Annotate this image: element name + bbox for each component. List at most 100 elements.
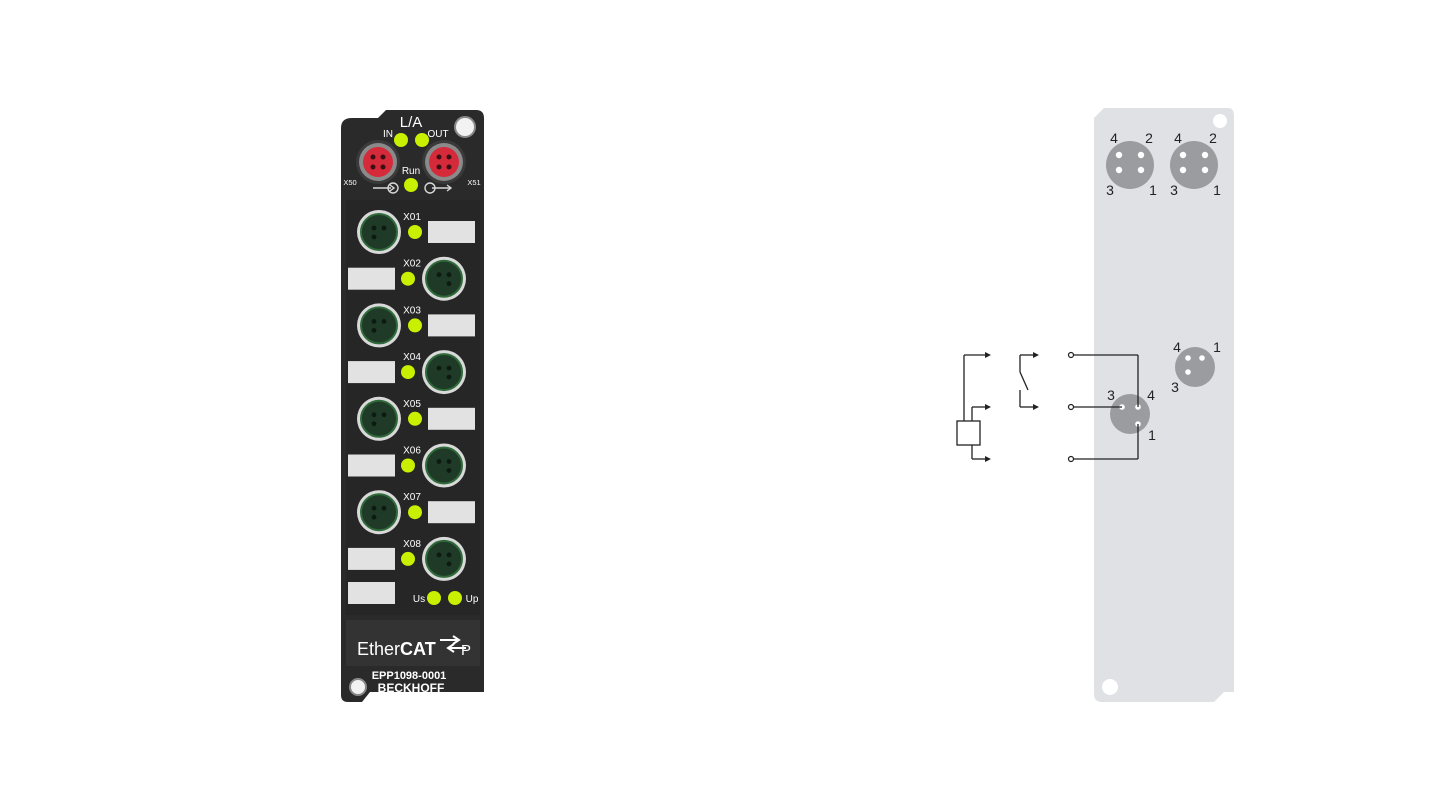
eth-left-pin1: 1 xyxy=(1149,182,1157,198)
eth-left-pin2: 2 xyxy=(1145,130,1153,146)
m8-ref-pin4: 4 xyxy=(1173,339,1181,355)
channel-label: X05 xyxy=(403,399,421,410)
pinout-hole-bottom xyxy=(1102,679,1118,695)
m8-socket-pin xyxy=(446,365,452,371)
io-channel-row: X03 xyxy=(357,303,475,348)
channel-led xyxy=(401,365,415,380)
m8-socket-pin xyxy=(446,281,452,287)
m8-socket-pin xyxy=(381,412,387,418)
m8-socket-pin xyxy=(371,319,377,324)
m8-socket-pin xyxy=(436,459,442,464)
channel-led xyxy=(408,225,422,239)
m8-socket xyxy=(425,446,463,485)
x51-label: X51 xyxy=(467,178,480,187)
mounting-hole-bottom xyxy=(349,678,367,696)
pinout-housing xyxy=(1094,108,1234,702)
m8-socket-pin xyxy=(381,225,387,231)
la-label: L/A xyxy=(400,114,423,131)
pinout-view: 4 2 3 1 4 2 3 1 4 1 3 3 4 1 xyxy=(956,108,1234,702)
m8-ref-pin1: 1 xyxy=(1213,339,1221,355)
channel-label: X03 xyxy=(403,305,421,316)
led-run xyxy=(404,178,418,192)
io-channel-row: X04 xyxy=(348,350,466,395)
m8-socket-pin xyxy=(446,374,452,380)
channel-label: X01 xyxy=(403,212,421,223)
brand-cat-text: CAT xyxy=(400,639,436,659)
channel-label: X07 xyxy=(403,492,421,503)
m8-socket-pin xyxy=(381,505,387,511)
mounting-hole-top xyxy=(454,116,476,138)
channel-label: X06 xyxy=(403,446,421,457)
m8-wired-pin1: 1 xyxy=(1148,427,1156,443)
ethercat-port-x51 xyxy=(422,140,466,184)
m8-socket xyxy=(360,493,398,532)
ethercat-pin-connector-right xyxy=(1170,141,1218,189)
channel-led xyxy=(408,411,422,426)
in-label: IN xyxy=(383,129,393,140)
channel-label: X08 xyxy=(403,539,421,550)
wiring-terminals xyxy=(1067,351,1075,463)
channel-label-field xyxy=(348,361,395,384)
m8-socket-pin xyxy=(446,552,452,558)
io-channel-row: X05 xyxy=(357,396,475,441)
out-direction-icon xyxy=(424,182,453,194)
m8-socket-pin xyxy=(436,552,442,558)
channel-label: X02 xyxy=(403,259,421,270)
channel-label-field xyxy=(348,547,395,570)
io-channel-row: X06 xyxy=(348,443,466,488)
io-channel-row: X02 xyxy=(348,256,466,301)
channel-led xyxy=(401,551,415,566)
eth-right-pin4: 4 xyxy=(1174,130,1182,146)
eth-left-pin3: 3 xyxy=(1106,182,1114,198)
m8-socket-pin xyxy=(371,514,377,520)
channel-label: X04 xyxy=(403,352,421,363)
eth-right-pin2: 2 xyxy=(1209,130,1217,146)
led-in xyxy=(394,133,408,147)
channel-led xyxy=(401,458,415,473)
io-channel-row: X07 xyxy=(357,490,475,535)
m8-wired-pin3: 3 xyxy=(1107,387,1115,403)
m8-socket xyxy=(360,306,398,345)
m8-socket xyxy=(425,353,463,392)
channel-label-field xyxy=(428,407,475,430)
x50-label: X50 xyxy=(343,178,356,187)
run-label: Run xyxy=(402,166,420,177)
m8-wired-connector xyxy=(1110,394,1150,434)
channel-label-field xyxy=(348,267,395,290)
channel-led xyxy=(408,318,422,333)
m8-socket-pin xyxy=(436,365,442,371)
model-label: EPP1098-0001 xyxy=(372,670,447,682)
brand-panel xyxy=(346,620,480,666)
m8-socket-pin xyxy=(371,234,377,240)
us-label: Us xyxy=(413,594,425,605)
m8-reference-connector xyxy=(1175,347,1215,387)
eth-right-pin3: 3 xyxy=(1170,182,1178,198)
channel-led xyxy=(401,271,415,286)
m8-socket-pin xyxy=(371,421,377,427)
eth-left-pin4: 4 xyxy=(1110,130,1118,146)
m8-socket-pin xyxy=(371,328,377,333)
channel-label-field xyxy=(428,314,475,337)
channel-led xyxy=(408,505,422,520)
out-label: OUT xyxy=(427,129,448,140)
m8-socket xyxy=(360,213,398,251)
led-up xyxy=(448,591,462,605)
brand-ether-text: Ether xyxy=(357,639,400,659)
ethercat-arrows-icon xyxy=(440,635,466,653)
m8-socket-pin xyxy=(371,505,377,511)
label-field-extra xyxy=(348,582,395,604)
ethercat-port-x50 xyxy=(356,140,400,184)
in-direction-icon xyxy=(373,182,399,194)
pinout-hole-top xyxy=(1213,114,1227,128)
sensor-block xyxy=(956,420,981,446)
m8-socket xyxy=(425,539,463,578)
ethercat-pin-connector-left xyxy=(1106,141,1154,189)
up-label: Up xyxy=(466,594,479,605)
m8-socket-pin xyxy=(446,272,452,278)
brand-ether: EtherCAT xyxy=(357,639,436,659)
m8-socket-pin xyxy=(371,225,377,231)
m8-wired-pin4: 4 xyxy=(1147,387,1155,403)
